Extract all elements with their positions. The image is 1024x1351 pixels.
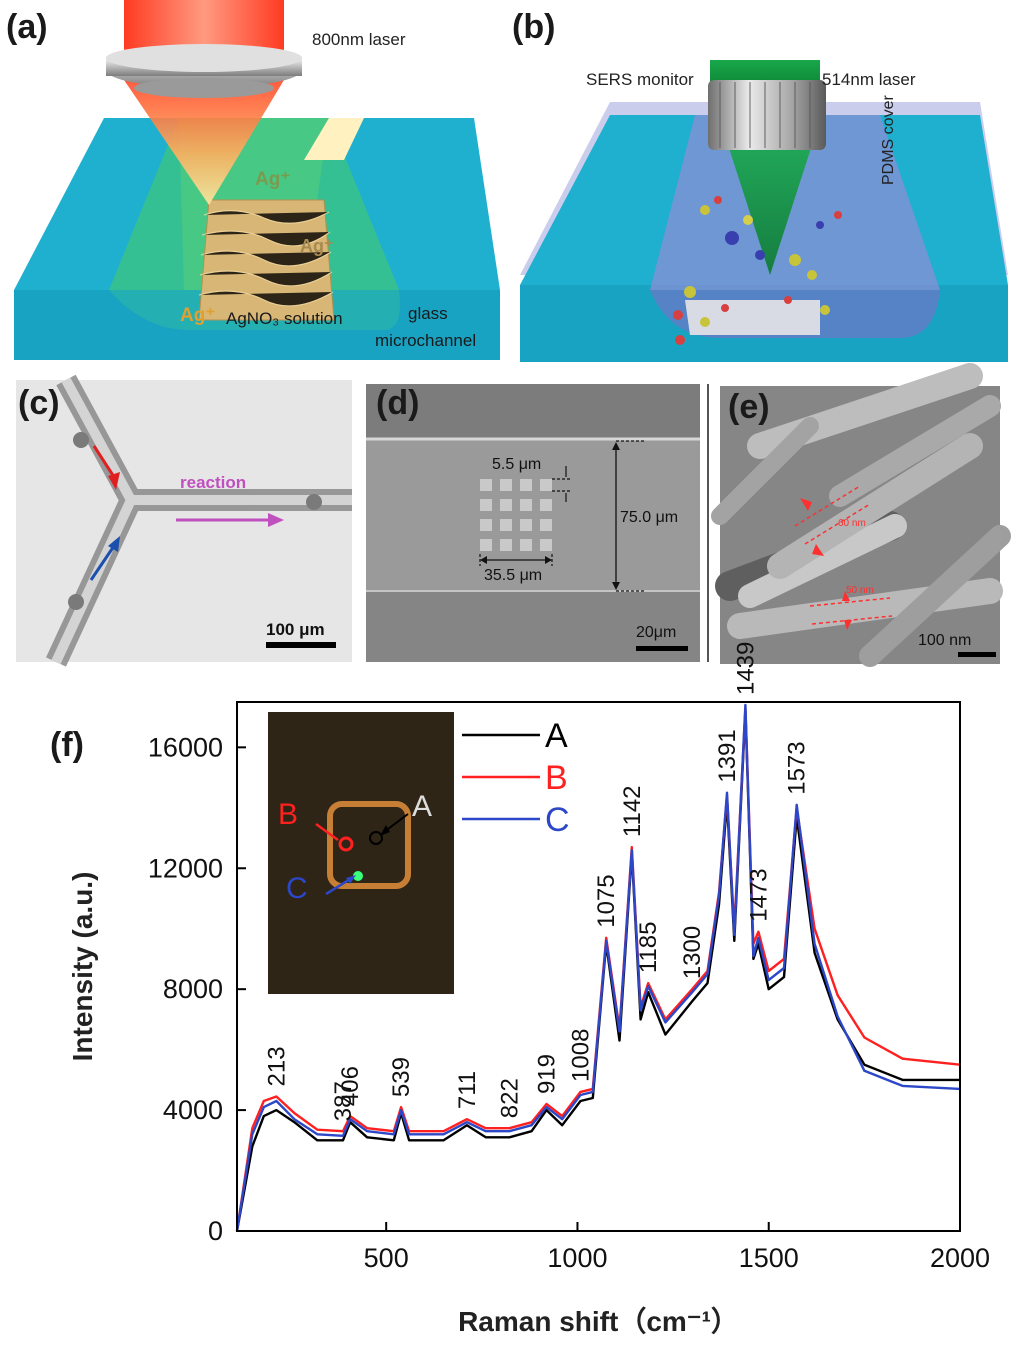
inset-label-c: C: [286, 872, 308, 905]
peak-label: 213: [263, 1046, 290, 1086]
panel-e-scale-label: 100 nm: [918, 632, 972, 649]
panel-d-letter: (d): [376, 384, 420, 422]
peak-label: 387: [330, 1081, 357, 1121]
panel-d-sem: [366, 384, 700, 662]
panel-f-letter: (f): [50, 726, 84, 764]
peak-label: 1473: [745, 868, 772, 921]
panel-a-illustration: [14, 0, 500, 360]
microchannel-laser-writing-illustration: [14, 0, 500, 360]
peak-label: 1439: [732, 642, 759, 695]
y-axis-label: Intensity (a.u.): [67, 872, 98, 1062]
plot-frame: [236, 701, 961, 1232]
channel-pattern-sem-image: [366, 384, 700, 662]
inset-label-a: A: [412, 790, 433, 823]
panel-e-letter: (e): [728, 388, 770, 426]
nanorod-width-1: 60 nm: [838, 518, 866, 529]
sers-monitoring-illustration: [520, 60, 1008, 362]
panel-c-micrograph: [16, 374, 352, 667]
legend-label-A: A: [545, 717, 568, 755]
peak-label: 919: [533, 1054, 560, 1094]
panel-b-letter: (b): [512, 8, 556, 46]
peak-label: 711: [454, 1071, 481, 1109]
microchannel-label: microchannel: [375, 331, 477, 350]
panel-c-scale-label: 100 μm: [266, 620, 325, 639]
y-tick-label: 8000: [163, 974, 223, 1004]
nanorod-sem-image: [711, 363, 1011, 667]
peak-label: 1391: [714, 729, 741, 782]
peak-label: 1075: [593, 874, 620, 927]
dim-35-5um: 35.5 μm: [484, 567, 543, 584]
x-tick-label: 1500: [739, 1243, 799, 1273]
laser-800nm-label: 800nm laser: [312, 30, 406, 49]
panel-b-illustration: [520, 60, 1008, 362]
dim-75um: 75.0 μm: [620, 509, 679, 526]
series-line-C: [235, 703, 961, 1232]
nanorod-width-2: 50 nm: [846, 585, 874, 596]
panel-c-letter: (c): [18, 384, 60, 422]
square-pattern-array: [480, 479, 552, 551]
ag-ion-label-1: Ag⁺: [255, 169, 291, 190]
molecule-dots: [673, 196, 842, 345]
peak-label: 406: [337, 1066, 364, 1106]
legend-label-C: C: [545, 801, 570, 839]
inset-label-b: B: [278, 798, 299, 831]
ag-ion-label-2: Ag⁺: [300, 236, 334, 256]
y-junction-channel-image: [16, 374, 352, 667]
peak-label: 1142: [619, 785, 646, 837]
y-tick-label: 0: [208, 1216, 223, 1246]
laser-514nm-label: 514nm laser: [822, 70, 916, 89]
reaction-label: reaction: [180, 473, 247, 492]
x-tick-label: 500: [364, 1243, 409, 1273]
peak-label: 1185: [635, 922, 662, 974]
chart-inset-photo: [268, 712, 454, 994]
x-axis-label: Raman shift（cm⁻¹）: [458, 1305, 739, 1337]
panel-a-letter: (a): [6, 8, 48, 46]
x-tick-label: 2000: [930, 1243, 990, 1273]
inset-spot-image: [268, 712, 454, 994]
ag-ion-label-3: Ag⁺: [180, 305, 216, 326]
panel-e-sem: [711, 363, 1011, 667]
peak-label: 1300: [679, 926, 706, 979]
panel-d-scale-label: 20μm: [636, 624, 677, 641]
dim-5-5um: 5.5 μm: [492, 456, 542, 473]
y-tick-label: 4000: [163, 1095, 223, 1125]
y-tick-label: 16000: [148, 732, 223, 762]
pdms-cover-label: PDMS cover: [880, 95, 897, 185]
panel-divider: [707, 384, 709, 662]
legend-label-B: B: [545, 759, 568, 797]
y-tick-label: 12000: [148, 853, 223, 883]
peak-label: 822: [496, 1078, 523, 1118]
agno3-solution-label: AgNO₃ solution: [226, 309, 343, 328]
series-line-B: [235, 706, 961, 1232]
peak-label: 1008: [568, 1029, 595, 1082]
peak-label: 539: [388, 1057, 415, 1097]
peak-label: 1573: [784, 741, 811, 794]
chart-legend: ABC: [462, 717, 570, 839]
sers-monitor-label: SERS monitor: [586, 70, 694, 89]
x-tick-label: 1000: [547, 1243, 607, 1273]
glass-label: glass: [408, 304, 448, 323]
